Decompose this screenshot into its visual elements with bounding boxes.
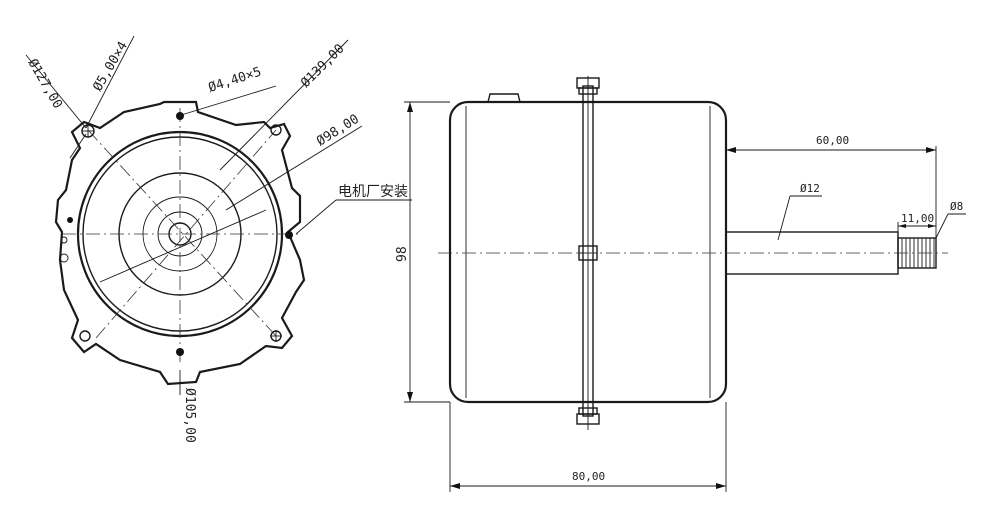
mounting-plate-outline bbox=[54, 100, 306, 386]
lug-hole-bottom-left bbox=[79, 330, 91, 342]
side-hole-1 bbox=[60, 236, 68, 244]
dim-label-thread-length-11: 11,00 bbox=[901, 212, 934, 225]
dim-label-pcd-127: Ø127,00 bbox=[25, 57, 65, 112]
front-diagonal-centerline-2 bbox=[95, 129, 277, 339]
screw-dot-bottom bbox=[176, 348, 184, 356]
screw-dot-left bbox=[67, 217, 73, 223]
front-view: Ø127,00 Ø5,00×4 Ø4,40×5 Ø139,00 Ø98,00 Ø… bbox=[25, 35, 412, 443]
screw-dot-top bbox=[176, 112, 184, 120]
dim-height bbox=[404, 101, 450, 403]
dim-label-holes-5x4: Ø5,00×4 bbox=[90, 39, 130, 94]
lug-hole-top-right bbox=[270, 124, 282, 136]
dim-thread-length bbox=[897, 222, 936, 238]
front-diagonal-centerline bbox=[87, 129, 277, 337]
dim-thread-diameter bbox=[935, 213, 966, 239]
dim-label-body-length-80: 80,00 bbox=[572, 470, 605, 483]
dim-label-height-98: 98 bbox=[395, 246, 410, 262]
dim-label-holes-44x5: Ø4,40×5 bbox=[207, 65, 264, 96]
bracket-bolt-top bbox=[576, 76, 600, 95]
note-factory-install: 电机厂安装 bbox=[338, 184, 408, 200]
front-leader-lines bbox=[25, 35, 412, 395]
dim-shaft-length bbox=[725, 146, 937, 238]
dim-shaft-diameter bbox=[777, 195, 822, 241]
dim-label-shaft-dia-12: Ø12 bbox=[800, 182, 820, 195]
dim-label-od-139: Ø139,00 bbox=[298, 41, 347, 90]
bracket-bolt-bottom bbox=[576, 406, 600, 430]
dim-label-shaft-length-60: 60,00 bbox=[816, 134, 849, 147]
side-view: 98 80,00 60,00 Ø12 bbox=[395, 76, 966, 492]
dim-label-105: Ø105,00 bbox=[182, 388, 197, 443]
dim-body-length bbox=[449, 402, 727, 492]
side-hole-2 bbox=[59, 253, 69, 263]
dim-label-thread-dia-8: Ø8 bbox=[950, 200, 963, 213]
terminal-box bbox=[487, 93, 521, 103]
screw-dot-right bbox=[285, 231, 293, 239]
